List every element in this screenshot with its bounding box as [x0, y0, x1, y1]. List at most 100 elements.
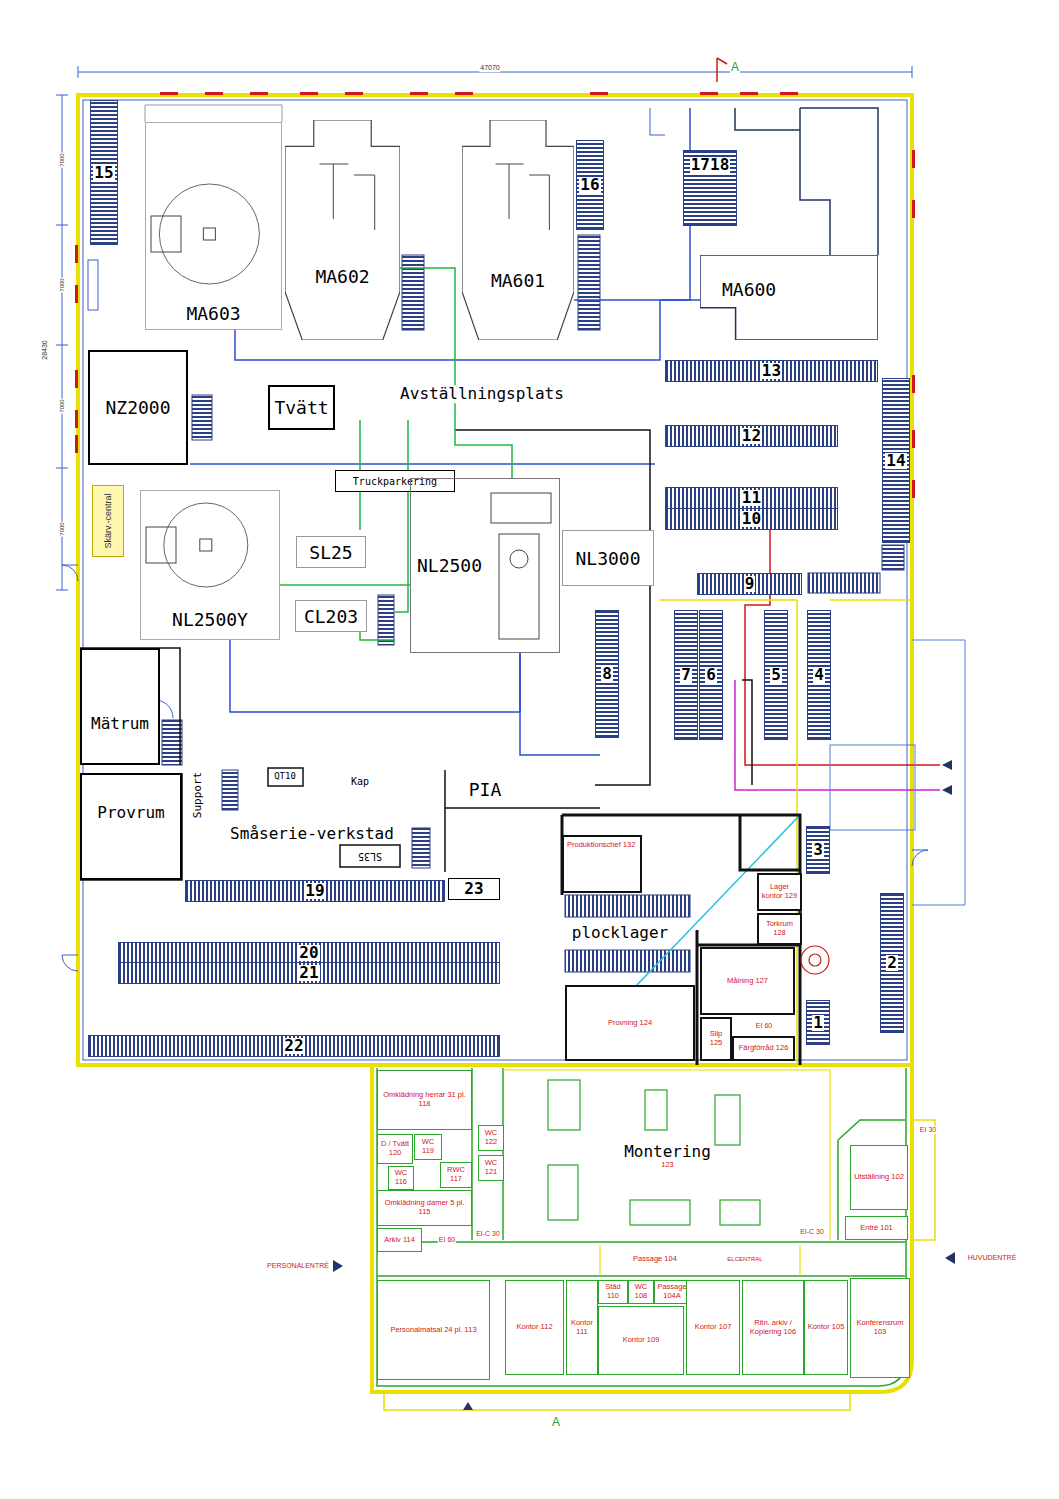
fire-rating: EI-C 30	[475, 1230, 501, 1238]
machine-detail	[510, 550, 528, 568]
area-label: Support	[192, 771, 204, 819]
entrance-label: PERSONALENTRÉ	[266, 1262, 330, 1270]
area-label: PIA	[468, 780, 503, 800]
machine-label: MA601	[489, 270, 547, 291]
machine-label: NL2500Y	[170, 609, 250, 630]
storage-rack: 7	[674, 610, 698, 740]
room: Städ 110	[598, 1280, 628, 1304]
storage-rack: 22	[88, 1035, 500, 1057]
rack-number: 3	[812, 842, 824, 858]
room-label: Konferensrum 103	[852, 1319, 908, 1336]
rack-number: 11	[741, 490, 762, 506]
room: Omklädning damer 5 pl. 115	[377, 1190, 472, 1226]
rack-number: 16	[579, 177, 600, 193]
dimension: 7000	[59, 152, 66, 167]
room: Lager kontor 129	[757, 873, 802, 911]
fire-rating: EI 60	[755, 1022, 773, 1030]
room: Kontor 109	[598, 1306, 684, 1375]
room: Arkiv 114	[377, 1228, 422, 1252]
room: Provning 124	[565, 985, 695, 1061]
machine-label: NL2500	[415, 555, 484, 576]
dimension: 7000	[59, 277, 66, 292]
storage-rack: 16	[576, 140, 604, 230]
storage-rack: 2	[880, 893, 904, 1033]
fire-rating: EI-C 30	[799, 1228, 825, 1236]
room-label: Kontor 109	[623, 1336, 660, 1345]
robot-reach	[159, 184, 259, 284]
fire-rating: EI 30	[919, 1126, 937, 1134]
storage-rack: 1	[806, 1000, 830, 1045]
machine-outline: NL2500Y	[140, 490, 280, 640]
room: Målning 127	[700, 947, 795, 1015]
rack-number: 9	[744, 576, 756, 592]
machine-outline-shape	[700, 255, 878, 340]
machine-outline-shape	[285, 120, 400, 340]
machine-label: QT10	[273, 772, 297, 782]
machine-label: Provrum	[95, 803, 166, 822]
machine-outline: Mätrum	[80, 648, 160, 765]
room-label: Provning 124	[608, 1019, 652, 1028]
storage-rack: 11	[665, 487, 838, 509]
room: Konferensrum 103	[850, 1278, 910, 1378]
dimension: 47070	[479, 64, 500, 72]
room: Slip 125	[700, 1017, 732, 1061]
dimension: 28430	[41, 339, 49, 360]
room-label: Omklädning herrar 31 pl. 118	[379, 1091, 470, 1108]
room-label: WC 119	[416, 1138, 440, 1155]
rack-number: 23	[463, 881, 484, 897]
storage-box: 23	[448, 878, 500, 900]
storage-rack: 13	[665, 360, 878, 382]
machine-outline: CL203	[295, 600, 367, 632]
machine-outline: MA603	[145, 122, 282, 330]
rack-number: 4	[813, 667, 825, 683]
machine-frame	[146, 123, 282, 330]
room-label: RWC 117	[442, 1166, 470, 1183]
room-label: Kontor 107	[695, 1323, 732, 1332]
room-label: Passage 104	[633, 1255, 677, 1264]
room: Torkrum 128	[757, 913, 802, 945]
storage-rack: 6	[699, 610, 723, 740]
machine-label: Mätrum	[89, 714, 151, 733]
machine-shape	[145, 122, 282, 330]
rack-number: 1	[812, 1015, 824, 1031]
machine-outline: SL25	[296, 536, 366, 568]
room-label: D / Tvätt 120	[379, 1140, 411, 1157]
machine-label: SL35	[357, 851, 383, 862]
storage-rack: 14	[882, 378, 910, 543]
machine-outline: MA601	[462, 120, 574, 340]
room-label: Kontor 111	[568, 1319, 596, 1336]
parking-box: Truckparkering	[335, 470, 455, 492]
rack-number: 5	[770, 667, 782, 683]
equipment-label: Skärv.-central	[103, 487, 113, 555]
room: D / Tvätt 120	[377, 1134, 413, 1164]
pipe-connector	[574, 299, 700, 301]
rack-number: 2	[886, 955, 898, 971]
room-label: Färgförråd 126	[739, 1044, 789, 1053]
rack-number: 8	[601, 666, 613, 682]
room-label: Ritn. arkiv / Kopiering 106	[744, 1319, 802, 1336]
room: WC 108	[628, 1280, 654, 1304]
machine-label: NL3000	[573, 548, 642, 569]
rack-number: 6	[705, 667, 717, 683]
storage-rack: 5	[764, 610, 788, 740]
robot-base	[200, 539, 212, 551]
dimension: 7000	[59, 521, 66, 536]
room-label: Målning 127	[727, 977, 768, 986]
machine-label: CL203	[302, 606, 360, 627]
room: Omklädning herrar 31 pl. 118	[377, 1070, 472, 1130]
storage-rack: 20	[118, 942, 500, 964]
room: Kontor 111	[566, 1280, 598, 1375]
area-label: plocklager	[571, 924, 669, 942]
room-label: Kontor 112	[516, 1323, 552, 1332]
room-label: Omklädning damer 5 pl. 115	[379, 1199, 470, 1216]
machine-outline: NL3000	[562, 530, 654, 586]
area-label: Småserie-verkstad	[229, 825, 395, 843]
assembly-area: Montering123	[505, 1072, 830, 1240]
machine-detail	[146, 527, 176, 563]
machine-outline: MA600	[700, 255, 878, 340]
room: Färgförråd 126	[732, 1036, 795, 1061]
machine-outline-shape	[462, 120, 574, 340]
machine-detail	[151, 216, 181, 252]
machine-label: NZ2000	[103, 397, 172, 418]
